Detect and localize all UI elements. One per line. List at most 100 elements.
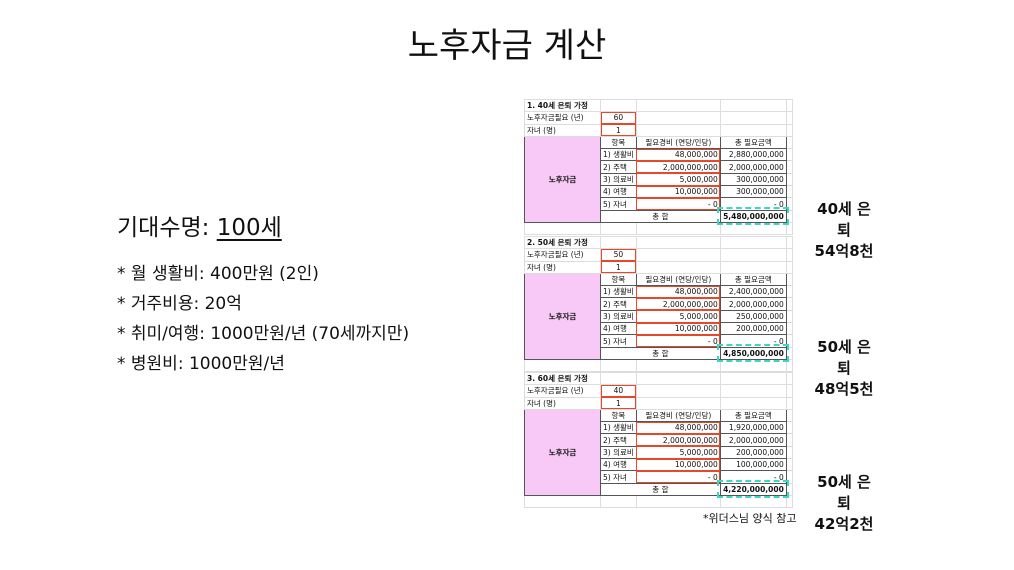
header-total: 총 필요금액 xyxy=(719,135,787,150)
header-item: 항목 xyxy=(600,135,637,150)
item-total: - 0 xyxy=(719,197,787,211)
cell xyxy=(524,358,601,373)
item-name: 3) 의료비 xyxy=(600,172,637,187)
cell xyxy=(719,396,787,410)
cell xyxy=(600,98,637,113)
cell xyxy=(600,494,637,509)
cell xyxy=(785,396,793,410)
cell xyxy=(635,123,721,137)
cell xyxy=(719,384,787,398)
item-total: 2,000,000,000 xyxy=(719,160,787,174)
table-row: 5) 자녀- 0- 0 xyxy=(525,197,793,211)
annotation-age: 50세 은퇴 xyxy=(817,338,871,377)
cell xyxy=(635,260,721,274)
cell xyxy=(785,358,793,373)
header-total: 총 필요금액 xyxy=(719,272,787,287)
item-name: 1) 생활비 xyxy=(600,148,637,162)
years-value: 40 xyxy=(600,384,637,398)
item-cost: 2,000,000,000 xyxy=(635,160,721,174)
sum-value: 5,480,000,000 xyxy=(717,207,790,226)
item-total: 300,000,000 xyxy=(719,172,787,187)
item-name: 1) 생활비 xyxy=(600,421,637,435)
life-label: 기대수명: xyxy=(117,215,217,241)
cell xyxy=(719,111,787,125)
sum-label: 총 합 xyxy=(600,346,721,360)
cell xyxy=(600,371,637,386)
section-title: 1. 40세 은퇴 가정 xyxy=(524,98,601,113)
item-total: - 0 xyxy=(719,334,787,348)
item-cost: 2,000,000,000 xyxy=(635,297,721,311)
cell xyxy=(785,135,793,150)
item-total: 300,000,000 xyxy=(719,185,787,199)
cell xyxy=(785,260,793,274)
cell xyxy=(785,346,793,360)
cell xyxy=(785,482,793,496)
sum-value: 4,220,000,000 xyxy=(717,480,790,499)
bullet-hobby: * 취미/여행: 1000만원/년 (70세까지만) xyxy=(117,324,410,344)
item-cost: 5,000,000 xyxy=(635,172,721,187)
header-item: 항목 xyxy=(600,408,637,423)
cell xyxy=(635,384,721,398)
cell xyxy=(785,334,793,348)
cell xyxy=(785,209,793,223)
bullet-housing: * 거주비용: 20억 xyxy=(117,294,242,314)
cell xyxy=(785,445,793,460)
sum-label: 총 합 xyxy=(600,209,721,223)
item-cost: 48,000,000 xyxy=(635,421,721,435)
item-total: 200,000,000 xyxy=(719,445,787,460)
children-value: 1 xyxy=(600,260,637,274)
cell xyxy=(785,470,793,484)
cell xyxy=(635,358,721,373)
item-cost: 5,000,000 xyxy=(635,309,721,324)
cell xyxy=(785,309,793,324)
cell xyxy=(785,408,793,423)
bullet-medical: * 병원비: 1000만원/년 xyxy=(117,354,285,374)
cell xyxy=(785,98,793,113)
children-label: 자녀 (명) xyxy=(524,396,601,410)
item-name: 2) 주택 xyxy=(600,433,637,447)
life-expectancy: 기대수명: 100세 xyxy=(117,208,282,242)
children-value: 1 xyxy=(600,396,637,410)
cell xyxy=(600,221,637,236)
item-total: 1,920,000,000 xyxy=(719,421,787,435)
cell xyxy=(785,235,793,250)
sum-value: 4,850,000,000 xyxy=(717,344,790,363)
cell xyxy=(785,197,793,211)
item-cost: 10,000,000 xyxy=(635,185,721,199)
children-label: 자녀 (명) xyxy=(524,123,601,137)
item-cost: 10,000,000 xyxy=(635,458,721,472)
annotation-age: 50세 은퇴 xyxy=(817,473,871,512)
annotation-amount: 48억5천 xyxy=(814,380,874,398)
item-name: 4) 여행 xyxy=(600,322,637,336)
cell xyxy=(785,384,793,398)
cell xyxy=(635,111,721,125)
cell xyxy=(785,297,793,311)
cell xyxy=(635,98,721,113)
cell xyxy=(719,371,787,386)
cell xyxy=(785,272,793,287)
cell xyxy=(719,248,787,262)
item-total: 2,880,000,000 xyxy=(719,148,787,162)
annotation-amount: 42억2천 xyxy=(814,515,874,533)
cell xyxy=(635,494,721,509)
years-label: 노후자금필요 (년) xyxy=(524,111,601,125)
cell xyxy=(785,421,793,435)
cell xyxy=(785,221,793,236)
group-label: 노후자금 xyxy=(524,272,601,360)
item-cost: 2,000,000,000 xyxy=(635,433,721,447)
source-note: *위더스님 양식 참고 xyxy=(703,512,797,525)
header-cost: 필요경비 (연당/인당) xyxy=(635,272,721,287)
header-cost: 필요경비 (연당/인당) xyxy=(635,135,721,150)
cell xyxy=(524,221,601,236)
cell xyxy=(785,458,793,472)
cell xyxy=(635,371,721,386)
